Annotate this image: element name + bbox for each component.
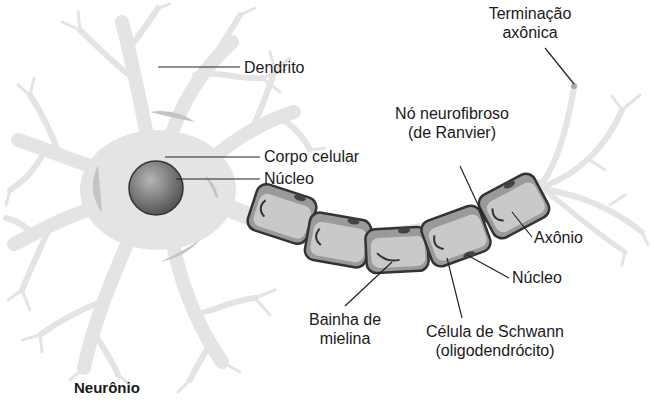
nucleus [129, 161, 183, 215]
cell-body [80, 130, 236, 250]
axon-label: Axônio [534, 228, 583, 247]
dendrite-label: Dendrito [244, 58, 304, 77]
leader-lines [158, 48, 574, 318]
figure-caption: Neurônio [74, 378, 140, 397]
axon-terminal-label: Terminação axônica [480, 4, 580, 42]
schwann-nucleus-label: Núcleo [512, 268, 562, 287]
cell-body-label: Corpo celular [264, 147, 359, 166]
axon [222, 88, 648, 265]
node-of-ranvier-label: Nó neurofibroso (de Ranvier) [387, 104, 517, 142]
myelin-sheath-label: Bainha de mielina [305, 310, 385, 348]
nucleus-label: Núcleo [264, 169, 314, 188]
schwann-cell-label: Célula de Schwann (oligodendrócito) [405, 322, 585, 360]
dendrites [6, 4, 325, 392]
body-patches [93, 111, 219, 262]
